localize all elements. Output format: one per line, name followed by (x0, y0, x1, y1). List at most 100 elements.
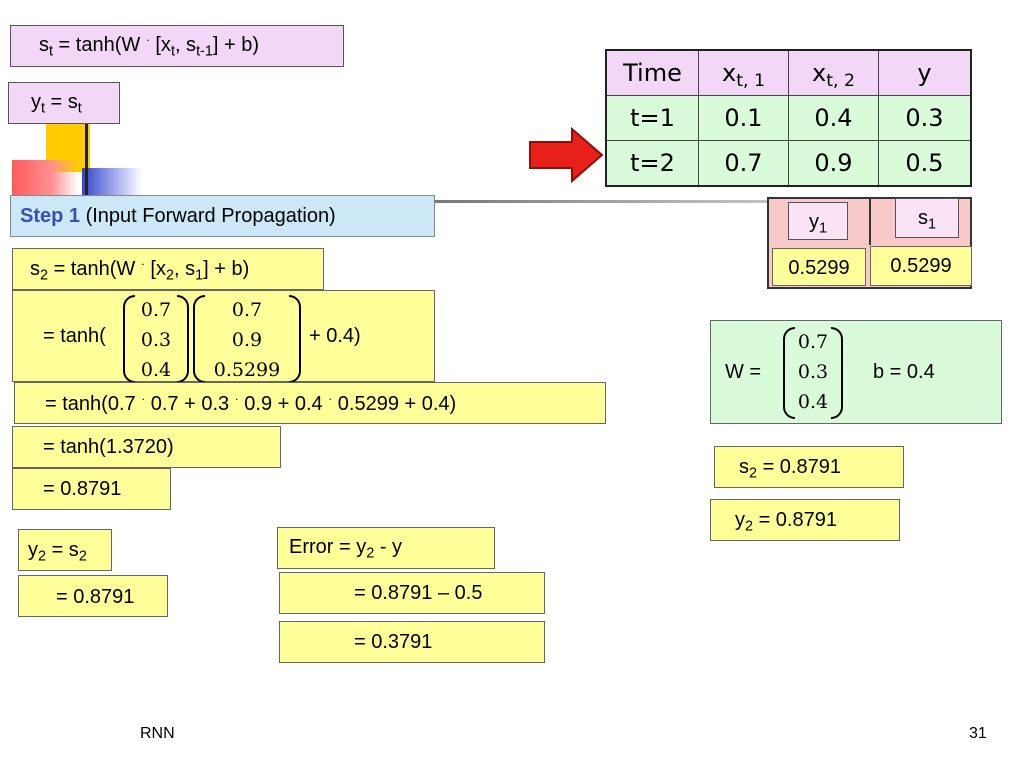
s2-result-value: = 0.8791 (757, 456, 841, 478)
state-equation-sprev-sub: t-1 (196, 43, 213, 60)
table-cell: 0.4 (788, 95, 879, 141)
weight-vector-cell: 0.3 (140, 329, 172, 351)
weight-parameter-vector: 0.7 0.3 0.4 (783, 327, 843, 419)
left-paren-icon (783, 327, 795, 419)
s2-eq-dot: · (140, 256, 145, 271)
weight-vector-cell: 0.7 (140, 299, 172, 321)
output-equation-y: y (31, 91, 41, 113)
s2-result-s: s (739, 456, 749, 478)
y2-result: y2 = 0.8791 (710, 499, 900, 541)
input-vector-cells: 0.7 0.9 0.5299 (193, 295, 301, 385)
left-paren-icon (123, 295, 135, 383)
state-equation-end: ] + b) (212, 34, 259, 56)
s2-eq-s-sub: 2 (40, 267, 49, 284)
left-paren-icon (193, 295, 205, 383)
state-equation-s-sub: t (49, 43, 53, 60)
input-vector-cell: 0.9 (231, 329, 263, 351)
s2-eq-s: s (30, 258, 40, 280)
deco-blue-square (82, 168, 142, 198)
s2-result-sub: 2 (749, 465, 758, 482)
weight-vector-cell: 0.4 (140, 359, 172, 381)
header-x1: x (722, 59, 737, 87)
previous-y-sub: 1 (818, 220, 827, 237)
y2-eq-y: y (28, 539, 38, 561)
y2-value: = 0.8791 (18, 575, 168, 617)
expanded-eq-part: = tanh(0.7 (45, 393, 142, 415)
page-number: 31 (969, 725, 987, 742)
deco-vertical-line (85, 110, 88, 198)
title-rule (140, 200, 970, 203)
error-eq-label: Error = y (289, 536, 367, 558)
y2-eq-s-sub: 2 (78, 548, 87, 565)
table-cell: 0.7 (698, 140, 789, 187)
expanded-eq-part: 0.7 + 0.3 (145, 393, 235, 415)
step-title: Step 1 (Input Forward Propagation) (10, 195, 435, 237)
previous-y-label: y1 (788, 202, 848, 240)
s2-result: s2 = 0.8791 (714, 446, 904, 488)
header-x2: x (812, 59, 827, 87)
expanded-eq-part: 0.9 + 0.4 (238, 393, 329, 415)
table-cell: t=2 (605, 140, 699, 187)
tanh-sum-equation: = tanh(1.3720) (12, 426, 281, 468)
red-arrow-icon (529, 127, 604, 183)
header-time: Time (623, 59, 682, 87)
state-equation-sprev: , s (174, 34, 197, 56)
state-equation-dot: · (145, 32, 150, 47)
step-label: Step 1 (20, 205, 81, 227)
s2-eq-s1-sub: 1 (195, 267, 204, 284)
input-vector: 0.7 0.9 0.5299 (193, 295, 301, 383)
error-result: = 0.3791 (279, 621, 545, 663)
previous-y-value: 0.5299 (772, 248, 866, 286)
error-equation: Error = y2 - y (277, 527, 495, 569)
y2-result-value: = 0.8791 (753, 509, 837, 531)
tanh-result: = 0.8791 (12, 468, 171, 510)
weight-parameter-cells: 0.7 0.3 0.4 (783, 327, 843, 417)
matrix-eq-prefix: = tanh( (43, 325, 106, 347)
parameters-panel: W = 0.7 0.3 0.4 b = 0.4 (710, 320, 1002, 424)
table-header-cell: Time (605, 49, 699, 96)
y2-equation: y2 = s2 (18, 529, 112, 571)
weight-vector-cells: 0.7 0.3 0.4 (123, 295, 189, 385)
previous-s-value: 0.5299 (870, 246, 972, 286)
output-equation-s: = s (45, 91, 78, 113)
output-equation: yt = st (8, 82, 120, 124)
header-x2-sub: t, 2 (826, 71, 855, 92)
table-cell: 0.5 (878, 140, 972, 187)
corner-decoration (12, 110, 142, 200)
weight-parameter-cell: 0.7 (797, 331, 829, 353)
table-header-cell: xt, 2 (788, 49, 879, 96)
state-equation-tanh: = tanh(W (53, 34, 146, 56)
previous-y-symbol: y (808, 211, 819, 233)
previous-s-label: s1 (895, 198, 959, 238)
state-equation-s: s (39, 34, 49, 56)
previous-s-symbol: s (917, 207, 928, 229)
y2-eq-y-sub: 2 (38, 548, 47, 565)
input-vector-cell: 0.7 (231, 299, 263, 321)
table-header-cell: y (878, 49, 972, 96)
s2-eq-x: [x (144, 258, 166, 280)
header-y: y (917, 59, 932, 87)
s2-eq-s1: , s (173, 258, 196, 280)
table-cell: 0.9 (788, 140, 879, 187)
previous-divider (869, 199, 871, 245)
y2-eq-s: = s (46, 539, 79, 561)
expanded-eq-part: 0.5299 + 0.4) (332, 393, 457, 415)
deco-red-square (12, 160, 78, 196)
right-paren-icon (289, 295, 301, 383)
weight-parameter-cell: 0.3 (797, 361, 829, 383)
output-equation-y-sub: t (41, 100, 45, 117)
footer-label: RNN (140, 725, 175, 742)
expanded-equation: = tanh(0.7 · 0.7 + 0.3 · 0.9 + 0.4 · 0.5… (14, 382, 606, 424)
table-row: t=2 0.7 0.9 0.5 (605, 140, 972, 187)
error-eq-end: - y (374, 536, 403, 558)
right-paren-icon (831, 327, 843, 419)
matrix-eq-suffix: + 0.4) (309, 325, 361, 347)
output-equation-s-sub: t (77, 100, 82, 117)
expanded-eq-dot: · (328, 391, 333, 406)
s2-eq-tanh: = tanh(W (48, 258, 141, 280)
table-header-cell: xt, 1 (698, 49, 789, 96)
weight-label: W = (725, 361, 762, 383)
table-header-row: Time xt, 1 xt, 2 y (605, 49, 972, 96)
header-x1-sub: t, 1 (736, 71, 765, 92)
state-equation-x: [x (149, 34, 171, 56)
